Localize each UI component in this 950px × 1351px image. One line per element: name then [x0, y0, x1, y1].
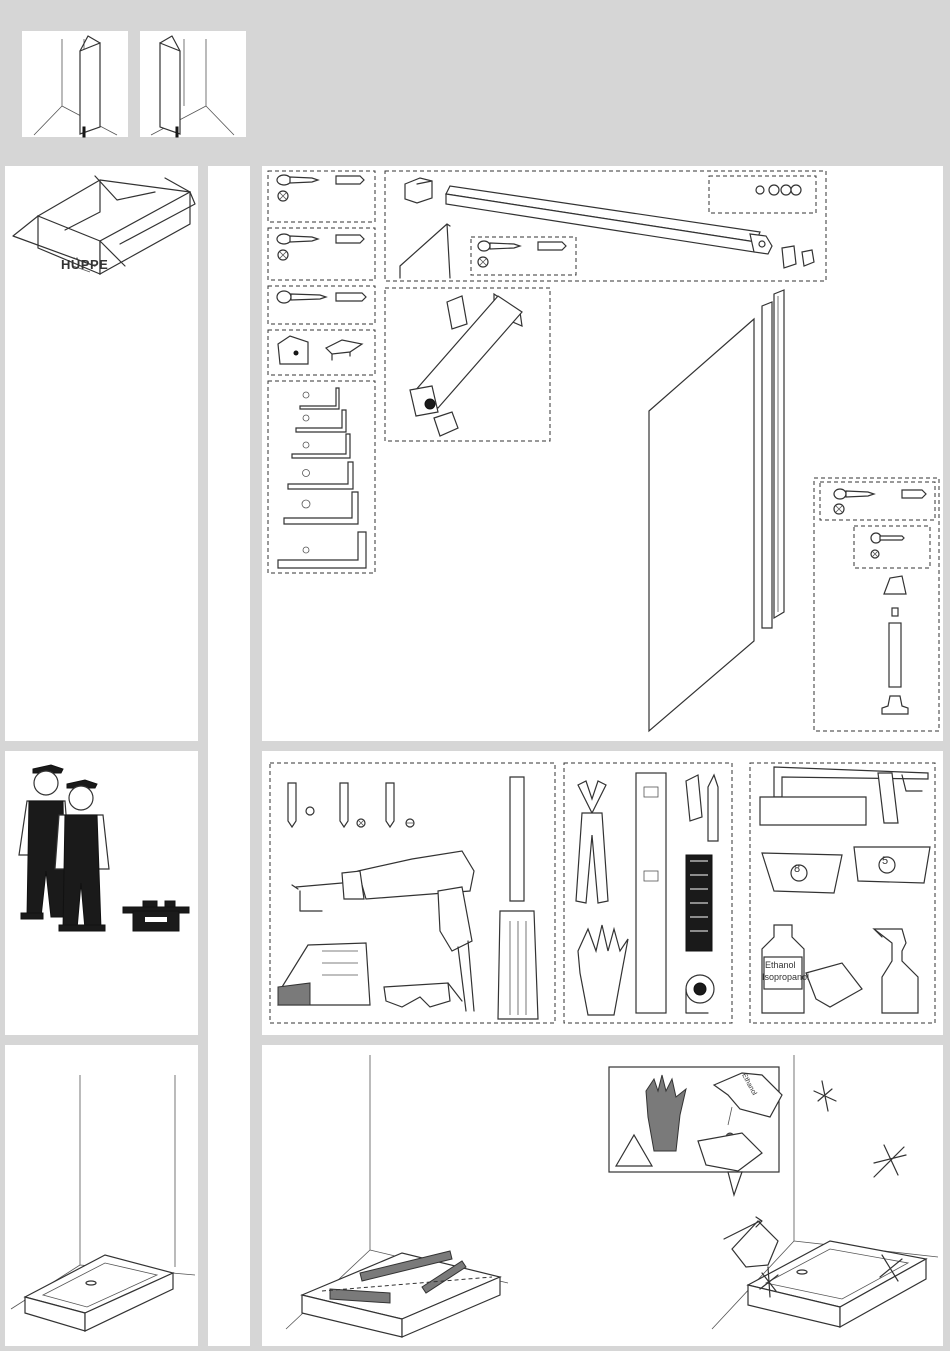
spacer-block-large-icon: [854, 847, 930, 883]
rod-small-screw-box: [854, 526, 930, 568]
vertical-strip: [208, 166, 250, 1346]
clamp-icon: [447, 296, 467, 329]
screw-icon: [277, 291, 366, 303]
screw-icon: [277, 175, 364, 201]
spray-bottle-icon: [874, 929, 918, 1013]
screw-icon: [277, 234, 364, 260]
tools-drawing: [262, 751, 943, 1035]
parts-drawing: [262, 166, 943, 741]
bottle-label-line1: Ethanol: [765, 960, 796, 970]
variant-right-thumbnail[interactable]: [140, 31, 246, 137]
support-rod-box: [814, 478, 939, 731]
end-cap-icon: [278, 336, 308, 364]
rod-grub-screw: [892, 608, 898, 616]
bottle-label-line2: Isopropanol: [762, 972, 809, 982]
wall-profile: [762, 302, 772, 628]
gloves-icon: [578, 925, 628, 1015]
two-people-drawing: [5, 751, 198, 1035]
support-rod: [889, 623, 901, 687]
preparation-drawing: [262, 1045, 943, 1346]
box-brand-label: HÜPPE: [61, 257, 108, 272]
cutter-knife-icon: [686, 775, 702, 821]
toolbox-icon: [123, 901, 189, 931]
stabilizer-bar: [446, 186, 760, 242]
variant-right-drawing: [140, 31, 246, 137]
installers-panel: [5, 751, 198, 1035]
screw-icon: [880, 536, 904, 540]
screwdriver-icon: [498, 777, 538, 1019]
shower-tray-drawing: [5, 1045, 198, 1346]
parts-panel: [262, 166, 943, 741]
shower-tray-panel: [5, 1045, 198, 1346]
tape-roll-icon: [686, 975, 714, 1013]
safety-goggles-icon: [384, 983, 462, 1007]
folding-rule-icon: [686, 855, 712, 951]
pliers-icon: [576, 781, 608, 903]
wall-bracket: [782, 246, 796, 268]
package-panel: HÜPPE: [5, 166, 198, 741]
variant-left-thumbnail[interactable]: [22, 31, 128, 137]
allen-keys-icon: [278, 388, 366, 568]
washer-set-box: [709, 176, 816, 213]
screwdriver-bits-icon: [288, 783, 414, 827]
safety-boot-icon: [278, 943, 370, 1005]
screw-icon: [846, 491, 874, 497]
rod-cap-icon: [884, 576, 906, 594]
cloth-icon: [806, 963, 862, 1007]
package-box-drawing: [5, 166, 198, 741]
spacer-block-small-icon: [762, 853, 842, 893]
pencil-icon: [708, 775, 718, 841]
glass-panel: [649, 319, 754, 731]
spacer-large-label: 5: [882, 855, 888, 867]
spirit-level-icon: [636, 773, 666, 1013]
screw-icon: [490, 243, 520, 249]
sponge-icon: [724, 1217, 778, 1267]
rod-foot-icon: [882, 696, 908, 714]
preparation-panel: Ethanol: [262, 1045, 943, 1346]
end-cap-icon: [326, 340, 362, 354]
spacer-small-label: 8: [794, 863, 800, 875]
caulking-gun-icon: [760, 767, 928, 825]
variant-left-drawing: [22, 31, 128, 137]
tools-panel: 8 5 Ethanol Isopropanol: [262, 751, 943, 1035]
